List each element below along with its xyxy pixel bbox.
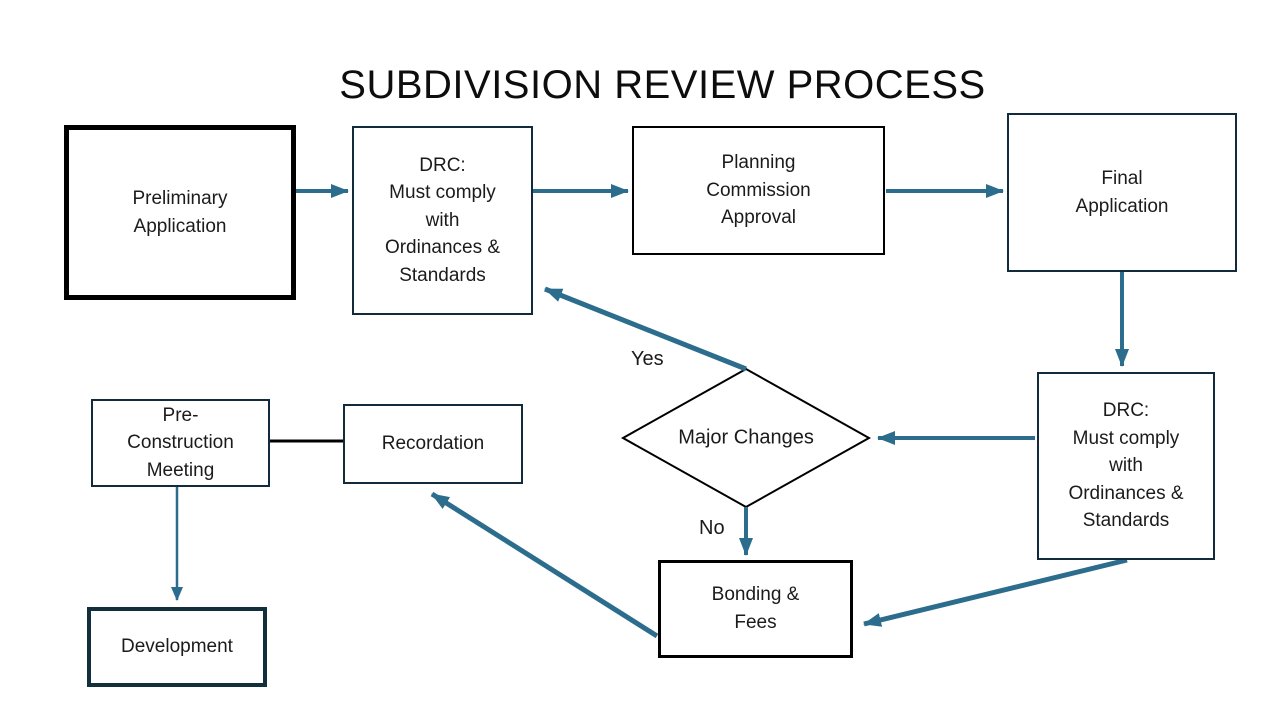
edge-label-no: No bbox=[699, 517, 725, 539]
node-label: Planning Commission Approval bbox=[706, 152, 811, 229]
node-preliminary-application: Preliminary Application bbox=[64, 125, 296, 300]
major-changes-label: Major Changes bbox=[678, 426, 814, 449]
node-label: Recordation bbox=[381, 433, 485, 455]
edge-label-yes: Yes bbox=[631, 348, 664, 370]
node-development: Development bbox=[87, 607, 267, 687]
node-recordation: Recordation bbox=[343, 404, 523, 484]
page-title: SUBDIVISION REVIEW PROCESS bbox=[339, 62, 986, 107]
node-label: Pre- Construction Meeting bbox=[127, 404, 234, 481]
node-final-application: Final Application bbox=[1007, 113, 1237, 272]
node-pre-construction-meeting: Pre- Construction Meeting bbox=[91, 399, 270, 487]
node-label: Final Application bbox=[1075, 167, 1169, 217]
node-label: DRC: Must comply with Ordinances & Stand… bbox=[384, 154, 501, 286]
arrow-drc-right-to-bonding bbox=[863, 557, 1128, 627]
node-label: Preliminary Application bbox=[132, 187, 228, 237]
node-planning-commission-approval: Planning Commission Approval bbox=[632, 126, 885, 255]
node-bonding-fees: Bonding & Fees bbox=[658, 560, 853, 658]
node-drc-top: DRC: Must comply with Ordinances & Stand… bbox=[352, 126, 533, 315]
node-label: Development bbox=[121, 636, 233, 658]
node-label: DRC: Must comply with Ordinances & Stand… bbox=[1068, 400, 1184, 532]
node-drc-right: DRC: Must comply with Ordinances & Stand… bbox=[1037, 372, 1215, 560]
arrow-bonding-to-recordation bbox=[430, 491, 659, 639]
node-label: Bonding & Fees bbox=[711, 584, 800, 633]
